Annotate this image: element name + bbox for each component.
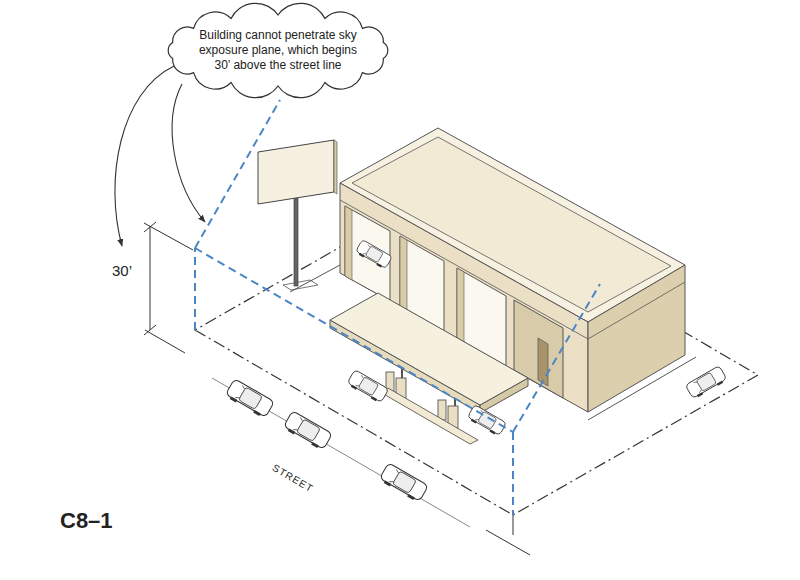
car [685, 366, 727, 400]
leader-arrow [115, 66, 174, 246]
canopy [330, 293, 528, 413]
dimension-label: 30’ [112, 262, 132, 279]
car [379, 463, 429, 503]
sign [258, 140, 337, 290]
extension-line [513, 515, 514, 535]
sky-exposure-plane [513, 284, 600, 432]
ground-line [290, 265, 340, 292]
dimension-line [144, 325, 156, 335]
car [225, 379, 275, 419]
sky-exposure-plane [512, 432, 514, 515]
sign [334, 140, 337, 194]
street-label: STREET [271, 462, 316, 494]
sky-exposure-plane [194, 248, 196, 330]
extension-line [145, 330, 185, 353]
sky-exposure-plane [195, 100, 600, 515]
sign [294, 198, 298, 286]
extension-line [486, 530, 530, 555]
building [400, 236, 407, 310]
dimension-line [144, 222, 156, 232]
dimension-line [144, 222, 193, 335]
sky-exposure-plane [195, 248, 513, 432]
car [346, 370, 388, 404]
canopy [330, 293, 528, 405]
building [538, 338, 548, 386]
pump [438, 400, 446, 420]
ground-line [290, 265, 696, 420]
dimension-line [144, 223, 193, 250]
figure-number: C8–1 [60, 508, 113, 534]
leader-arrow [115, 66, 205, 246]
car [355, 240, 392, 270]
sign [258, 140, 334, 204]
building [588, 265, 685, 412]
sky-exposure-plane [195, 100, 280, 248]
callout-text: Building cannot penetrate sky exposure p… [194, 28, 362, 73]
building [457, 268, 464, 342]
street-curb [212, 378, 470, 527]
street-curb [212, 378, 470, 527]
car [225, 366, 728, 503]
dimension-line [150, 226, 151, 330]
callout-cloud: Building cannot penetrate sky exposure p… [159, 4, 397, 97]
car [283, 411, 333, 451]
sign [283, 280, 318, 290]
car [355, 240, 392, 270]
building [345, 206, 352, 280]
ground-line [588, 357, 696, 420]
car [467, 405, 507, 437]
building [588, 282, 685, 339]
cloud-outline [168, 3, 388, 97]
leader-arrow [172, 84, 205, 222]
